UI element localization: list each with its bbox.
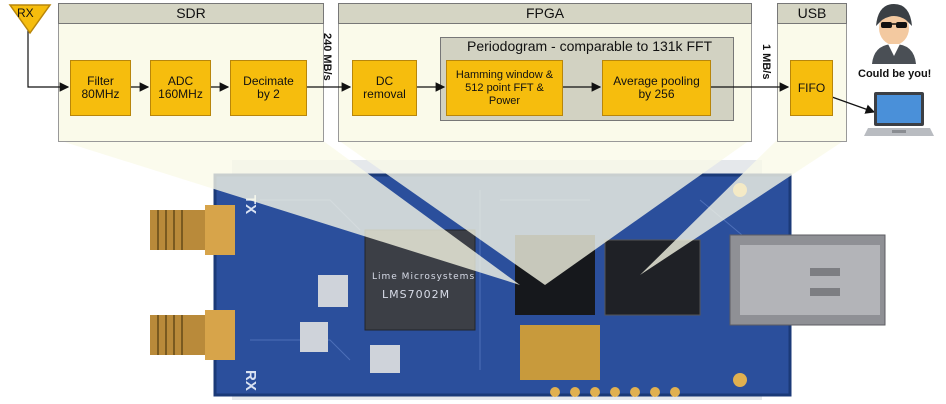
fifo-block: FIFO bbox=[790, 60, 833, 116]
chip-model-text: LMS7002M bbox=[382, 288, 451, 301]
adc-block: ADC 160MHz bbox=[150, 60, 211, 116]
sma-connector-top bbox=[150, 205, 235, 255]
silk-rx-label: RX bbox=[242, 370, 259, 391]
periodogram-title: Periodogram - comparable to 131k FFT bbox=[467, 38, 713, 54]
user-caption: Could be you! bbox=[858, 68, 932, 80]
sdr-fpga-rate-label: 240 MB/s bbox=[321, 33, 333, 81]
antenna-triangle-icon bbox=[8, 4, 52, 35]
dc-removal-block: DC removal bbox=[352, 60, 417, 116]
fpga-usb-rate-label: 1 MB/s bbox=[760, 44, 772, 80]
sdr-header: SDR bbox=[58, 3, 324, 24]
sma-connector-bottom bbox=[150, 310, 235, 360]
usb-controller-chip bbox=[604, 239, 701, 316]
filter-block: Filter 80MHz bbox=[70, 60, 131, 116]
hamming-fft-block: Hamming window & 512 point FFT & Power bbox=[446, 60, 563, 116]
laptop-icon bbox=[864, 92, 934, 136]
usb-header: USB bbox=[777, 3, 847, 24]
rx-label: RX bbox=[17, 6, 34, 20]
fpga-header: FPGA bbox=[338, 3, 752, 24]
decimate-block: Decimate by 2 bbox=[230, 60, 307, 116]
average-pooling-block: Average pooling by 256 bbox=[602, 60, 711, 116]
chip-brand-text: Lime Microsystems bbox=[372, 272, 476, 282]
usb-panel bbox=[777, 20, 847, 142]
hacker-avatar-icon bbox=[872, 4, 916, 64]
